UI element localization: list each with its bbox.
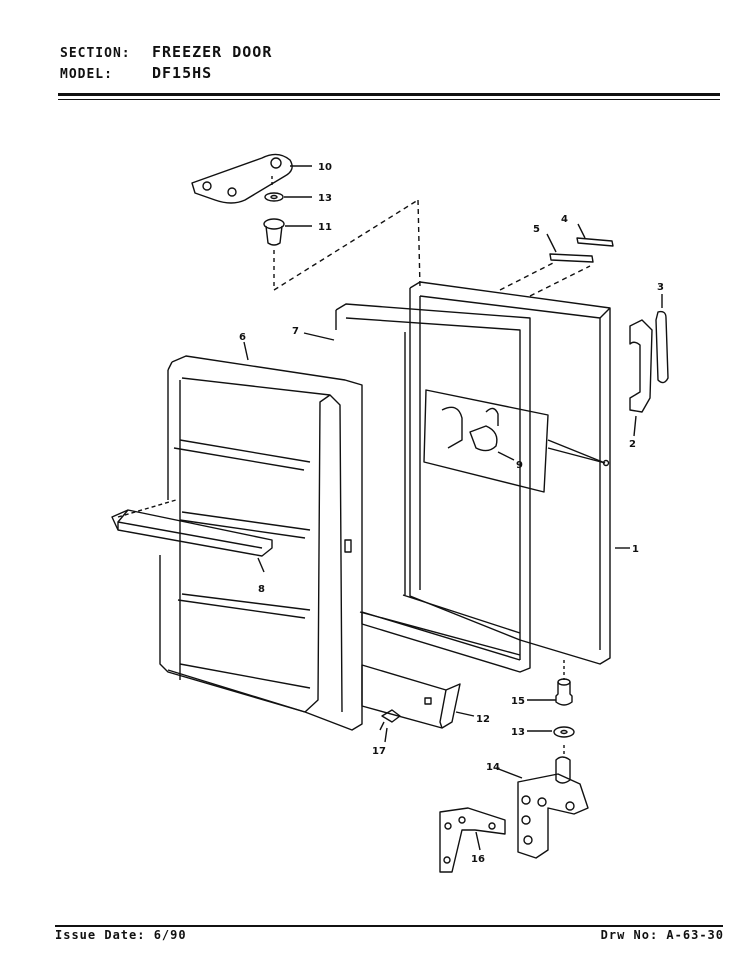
- header-rule-thin: [58, 99, 720, 100]
- section-line: SECTION: FREEZER DOOR: [60, 43, 272, 61]
- model-value: DF15HS: [152, 64, 213, 82]
- callout-11: 11: [318, 222, 332, 233]
- part-14-bottom-hinge: [517, 756, 589, 859]
- callout-12: 12: [476, 714, 490, 725]
- section-key: SECTION:: [60, 46, 131, 61]
- part-5-retainer: [549, 253, 594, 263]
- part-1-outer-door-panel: [409, 281, 611, 665]
- issue-date: Issue Date: 6/90: [55, 928, 187, 942]
- callout-5: 5: [533, 224, 540, 235]
- callout-13-bottom: 13: [511, 727, 525, 738]
- part-13-top-washer: [264, 192, 284, 202]
- part-11-bushing: [263, 218, 285, 290]
- callout-6: 6: [239, 332, 246, 343]
- part-3-handle-cap: [655, 310, 669, 384]
- callout-13-top: 13: [318, 193, 332, 204]
- callout-1: 1: [632, 544, 639, 555]
- callout-15: 15: [511, 696, 525, 707]
- callout-17: 17: [372, 746, 386, 757]
- callout-9: 9: [516, 460, 523, 471]
- callout-7: 7: [292, 326, 299, 337]
- part-7-gasket: [335, 303, 531, 673]
- part-2-handle: [629, 319, 653, 413]
- callout-14: 14: [486, 762, 500, 773]
- part-4-clip: [576, 237, 614, 247]
- drawing-number: Drw No: A-63-30: [600, 928, 724, 942]
- part-13-bottom-washer: [553, 726, 575, 738]
- part-16-bracket: [439, 807, 506, 873]
- part-6-inner-door-liner: [159, 355, 363, 731]
- model-key: MODEL:: [60, 67, 113, 82]
- part-8-shelf-bar: [111, 499, 273, 557]
- callout-10: 10: [318, 162, 332, 173]
- footer-rule: [55, 925, 723, 927]
- callout-2: 2: [629, 439, 636, 450]
- section-value: FREEZER DOOR: [152, 43, 273, 61]
- model-line: MODEL: DF15HS: [60, 64, 212, 82]
- part-12-bottom-trim: [361, 664, 461, 729]
- part-15-hinge-pin: [555, 660, 573, 706]
- callout-4: 4: [561, 214, 568, 225]
- part-10-top-hinge: [191, 153, 293, 204]
- callout-8: 8: [258, 584, 265, 595]
- part-17-screw: [379, 709, 401, 731]
- header-rule-thick: [58, 93, 720, 96]
- callout-3: 3: [657, 282, 664, 293]
- callout-16: 16: [471, 854, 485, 865]
